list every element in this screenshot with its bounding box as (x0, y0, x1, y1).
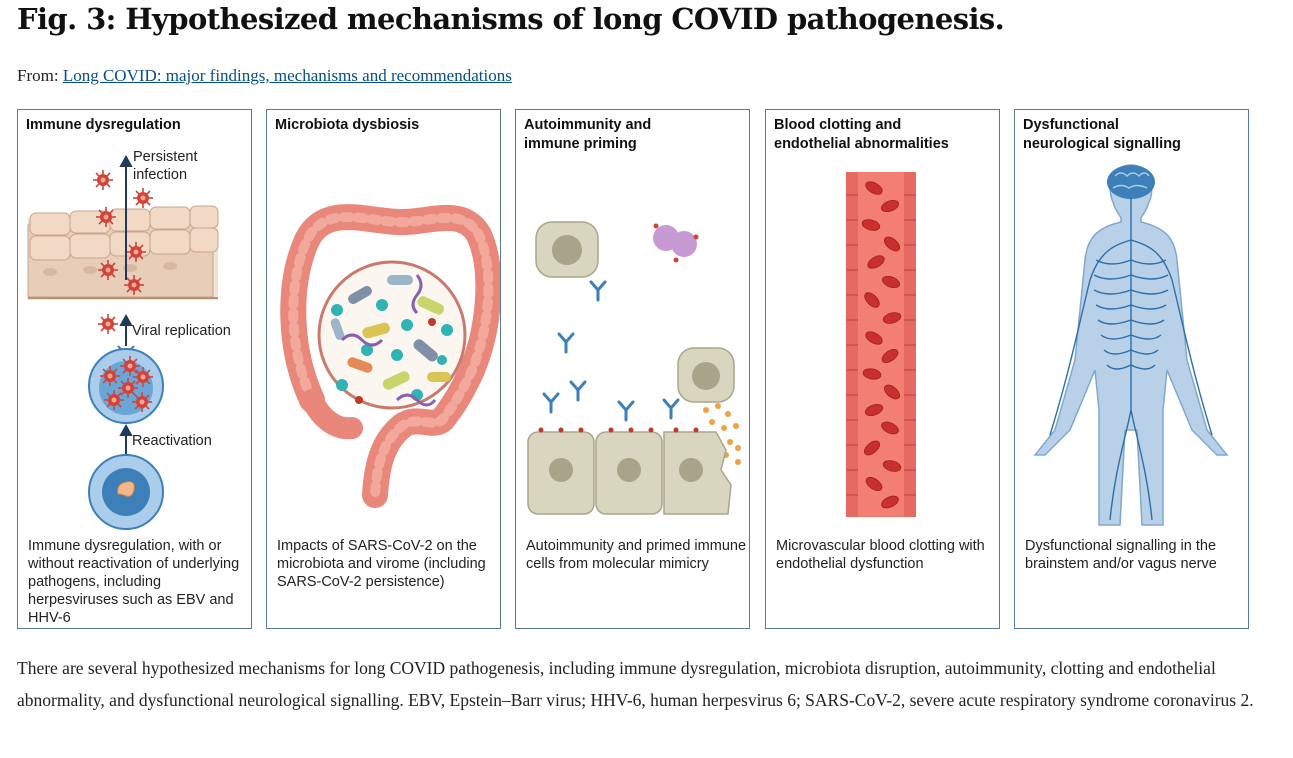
panel-caption: Immune dysregulation, with or without re… (28, 538, 240, 626)
panel-title: Autoimmunity and immune priming (524, 116, 746, 154)
brain-icon (1107, 165, 1155, 199)
title-line: Autoimmunity and (524, 117, 652, 133)
vessel-wall (846, 172, 916, 517)
from-prefix: From: (17, 66, 59, 85)
virus-icon (97, 259, 119, 281)
title-line: neurological signalling (1023, 136, 1181, 152)
intestine (280, 204, 500, 508)
virus-icon (95, 206, 117, 228)
activated-cell (677, 347, 735, 403)
panel-title: Microbiota dysbiosis (275, 117, 420, 133)
label-infection: infection (133, 167, 188, 183)
panel-microbiota-dysbiosis: Microbiota dysbiosis (266, 109, 501, 629)
immune-dysregulation-illustration (27, 154, 219, 530)
panel-title: Dysfunctional neurological signalling (1023, 116, 1245, 154)
label-persistent: Persistent (133, 149, 198, 165)
virus-icon (97, 313, 119, 335)
virus-icon (92, 169, 114, 191)
nervous-system-illustration (1033, 164, 1229, 526)
panel-caption: Microvascular blood clotting with endoth… (776, 538, 985, 572)
virus-icon (125, 241, 147, 263)
panel-immune-dysregulation: Immune dysregulation (17, 109, 252, 629)
figure-title: Fig. 3: Hypothesized mechanisms of long … (17, 2, 1005, 36)
panel-caption: Dysfunctional signalling in the brainste… (1025, 538, 1217, 572)
figure-source: From: Long COVID: major findings, mechan… (17, 66, 512, 86)
panel-title: Immune dysregulation (26, 117, 181, 133)
tissue-cells (527, 431, 732, 515)
virus-icon (132, 187, 154, 209)
title-line: endothelial abnormalities (774, 136, 949, 152)
label-viral-replication: Viral replication (132, 323, 231, 339)
title-line: Dysfunctional (1023, 117, 1119, 133)
panel-caption: Autoimmunity and primed immune cells fro… (526, 538, 747, 572)
label-reactivation: Reactivation (132, 433, 212, 449)
panel-caption: Impacts of SARS-CoV-2 on the microbiota … (277, 538, 486, 590)
infected-cell (88, 345, 164, 424)
figure-caption: There are several hypothesized mechanism… (17, 658, 1254, 710)
pathogen (653, 223, 699, 263)
nerves (1049, 198, 1213, 521)
panel-neurological: Dysfunctional neurological signalling Dy… (1014, 109, 1249, 629)
microbiota-magnifier (317, 260, 467, 410)
arrows (119, 154, 133, 455)
latent-cell (88, 454, 164, 530)
source-article-link[interactable]: Long COVID: major findings, mechanisms a… (62, 66, 512, 85)
b-cell (535, 221, 599, 278)
microbiota-illustration (280, 204, 500, 508)
panel-autoimmunity: Autoimmunity and immune priming (515, 109, 750, 629)
title-line: Blood clotting and (774, 117, 902, 133)
red-blood-cells (861, 181, 902, 509)
blood-vessel-illustration (846, 172, 916, 517)
epithelium-tissue (27, 205, 219, 300)
panel-blood-clotting: Blood clotting and endothelial abnormali… (765, 109, 1000, 629)
title-line: immune priming (524, 136, 637, 152)
panel-title: Blood clotting and endothelial abnormali… (774, 116, 996, 154)
autoimmunity-illustration (527, 221, 741, 515)
